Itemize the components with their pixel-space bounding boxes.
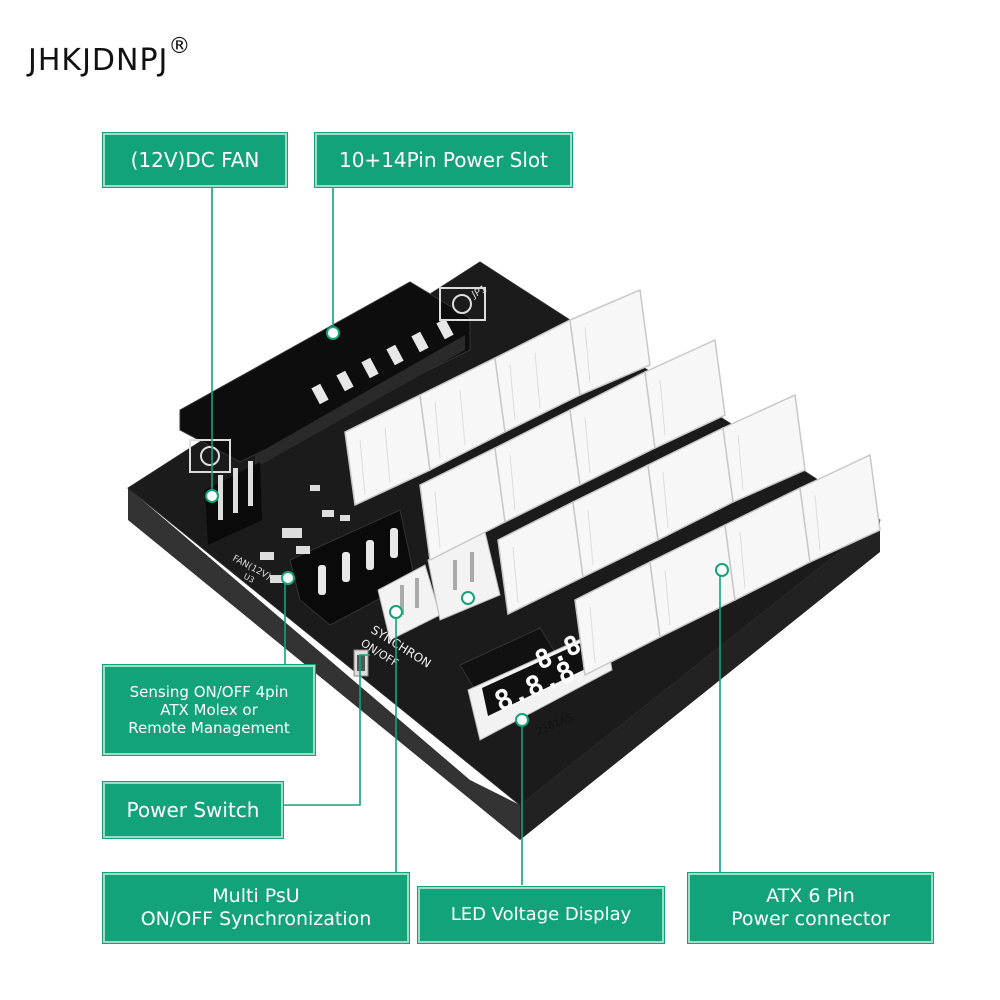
power-switch-label-text: Power Switch (126, 798, 260, 822)
multi-psu-callout-label: Multi PsU ON/OFF Synchronization (103, 873, 409, 943)
fan-header (205, 461, 262, 545)
sensing-label-line-3: Remote Management (128, 719, 290, 737)
multi-psu-label-line-1: Multi PsU (212, 885, 300, 908)
led-display-label-text: LED Voltage Display (450, 904, 632, 926)
led-display-callout-label: LED Voltage Display (418, 887, 664, 943)
atx6-label-line-2: Power connector (731, 908, 890, 930)
connector-ribs (359, 326, 821, 664)
atx6-callout-label: ATX 6 Pin Power connector (688, 873, 933, 943)
brand-name: JHKJDNPJ (28, 43, 169, 78)
power-switch-callout-label: Power Switch (103, 782, 283, 838)
atx6-label-line-1: ATX 6 Pin (766, 885, 855, 908)
sensing-label-line-1: Sensing ON/OFF 4pin (129, 683, 289, 701)
power-slot-label-text: 10+14Pin Power Slot (338, 148, 549, 172)
callout-dots (205, 326, 729, 727)
callout-lines (211, 185, 721, 885)
atx6-connector-grid (344, 288, 881, 677)
sync-headers (377, 531, 501, 641)
pcb-left-edge (128, 488, 520, 840)
sensing-label-line-2: ATX Molex or (160, 701, 258, 719)
power-slot-callout-label: 10+14Pin Power Slot (315, 133, 572, 187)
atx-24pin-slot (179, 281, 471, 468)
multi-psu-label-line-2: ON/OFF Synchronization (140, 908, 372, 930)
registered-mark: ® (168, 34, 192, 59)
pcb-right-edge (520, 520, 880, 840)
power-switch-button (353, 649, 369, 677)
sensing-callout-label: Sensing ON/OFF 4pin ATX Molex or Remote … (103, 665, 315, 755)
brand-logo: JHKJDNPJ® (28, 34, 191, 78)
fan-label-text: (12V)DC FAN (130, 148, 260, 172)
mounting-holes (189, 287, 486, 473)
smd-components (260, 485, 350, 583)
fan-callout-label: (12V)DC FAN (103, 133, 287, 187)
